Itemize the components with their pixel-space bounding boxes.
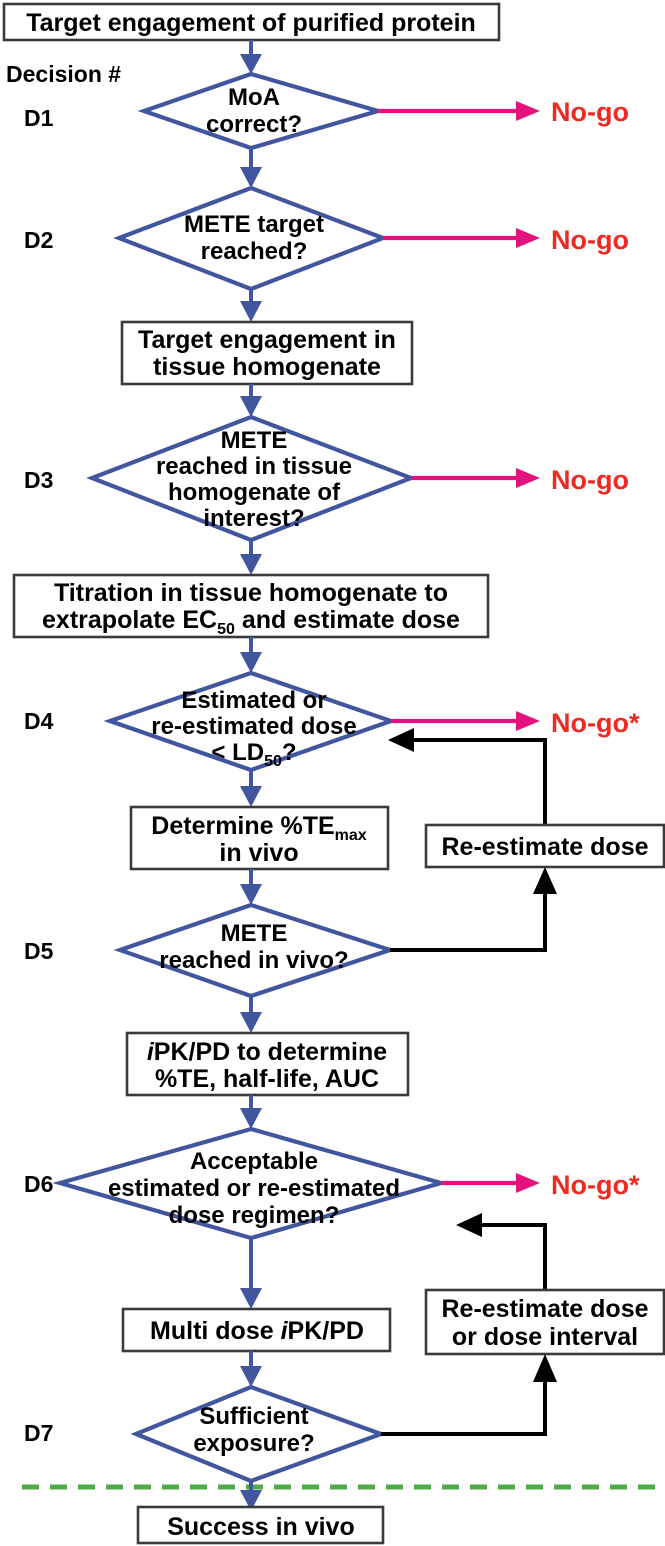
node-temax-box: Determine %TEmax in vivo xyxy=(129,805,390,871)
decision-header-label: Decision # xyxy=(6,61,121,87)
d5-line2: reached in vivo? xyxy=(159,947,348,974)
node-multidose-box: Multi dose iPK/PD xyxy=(121,1307,392,1353)
edge-reestimate-interval-to-d6 xyxy=(456,1213,547,1290)
multidose-pre: Multi dose xyxy=(150,1317,281,1345)
decision-label-d4: D4 xyxy=(24,708,54,734)
outcome-nogo-d4: No-go* xyxy=(551,708,640,738)
d7-line1: Sufficient xyxy=(199,1403,308,1430)
outcome-nogo-d1: No-go xyxy=(551,97,629,127)
titration-line2-sub: 50 xyxy=(217,621,235,638)
reestimate-interval-line1: Re-estimate dose xyxy=(441,1295,648,1323)
reestimate-dose-label: Re-estimate dose xyxy=(441,833,648,861)
d7-line2: exposure? xyxy=(193,1430,314,1457)
d3-line4: interest? xyxy=(203,505,304,532)
temax-line1-pre: Determine %TE xyxy=(151,812,334,840)
edge-d4-nogo: No-go* xyxy=(391,708,640,738)
d4-line1: Estimated or xyxy=(181,687,326,714)
d3-line3: homogenate of xyxy=(168,479,341,506)
edge-d7-to-success xyxy=(240,1481,262,1511)
temax-line1: Determine %TEmax xyxy=(151,812,367,844)
edge-start-to-d1 xyxy=(240,40,262,74)
edge-d7-to-reestimate-interval xyxy=(381,1354,557,1436)
node-reestimate-dose-box: Re-estimate dose xyxy=(424,823,665,869)
node-ipkpd-box: iPK/PD to determine %TE, half-life, AUC xyxy=(125,1031,410,1097)
node-titration-box: Titration in tissue homogenate to extrap… xyxy=(12,573,490,639)
edge-reestimate-to-d4 xyxy=(388,728,547,825)
decision-label-d6: D6 xyxy=(24,1171,53,1197)
decision-label-d1: D1 xyxy=(24,105,54,131)
edge-ipkpd-to-d6 xyxy=(240,1095,262,1129)
edge-d2-nogo: No-go xyxy=(383,225,629,255)
te-tissue-line1: Target engagement in xyxy=(138,326,396,354)
ipkpd-line1-rest: PK/PD to determine xyxy=(154,1038,387,1066)
d4-line3-sub: 50 xyxy=(264,753,282,770)
node-d4-diamond: Estimated or re-estimated dose < LD50? xyxy=(103,670,398,773)
te-tissue-line2: tissue homogenate xyxy=(153,353,381,381)
multidose-italic: i xyxy=(281,1317,289,1345)
titration-line2: extrapolate EC50 and estimate dose xyxy=(42,606,460,638)
node-te-tissue-box: Target engagement in tissue homogenate xyxy=(120,320,414,386)
d6-line3: dose regimen? xyxy=(169,1202,340,1229)
d4-line2: re-estimated dose xyxy=(151,713,356,740)
edge-d5-to-reestimate xyxy=(390,867,557,952)
reestimate-interval-line2: or dose interval xyxy=(452,1323,638,1351)
decision-label-d7: D7 xyxy=(24,1420,53,1446)
d2-line1: METE target xyxy=(184,211,324,238)
d5-line1: METE xyxy=(221,920,288,947)
decision-label-d3: D3 xyxy=(24,467,53,493)
titration-line2-post: and estimate dose xyxy=(235,606,460,634)
node-start-box: Target engagement of purified protein xyxy=(2,2,501,42)
d6-line2: estimated or re-estimated xyxy=(108,1175,400,1202)
node-d2-diamond: METE target reached? xyxy=(113,185,389,292)
edge-d2-to-tissuebox xyxy=(240,289,262,322)
titration-line1: Titration in tissue homogenate to xyxy=(54,579,448,607)
node-d5-diamond: METE reached in vivo? xyxy=(113,902,397,999)
node-d6-diamond: Acceptable estimated or re-estimated dos… xyxy=(52,1126,449,1241)
d2-line2: reached? xyxy=(201,238,308,265)
ipkpd-line1: iPK/PD to determine xyxy=(147,1038,387,1066)
d4-line3-post: ? xyxy=(282,739,297,766)
edge-multidose-to-d7 xyxy=(240,1351,262,1387)
outcome-nogo-d6: No-go* xyxy=(551,1170,640,1200)
edge-d1-nogo: No-go xyxy=(378,97,629,127)
edge-d6-to-multidose xyxy=(240,1238,262,1309)
d3-line1: METE xyxy=(221,427,288,454)
edge-d3-to-titration xyxy=(240,540,262,575)
success-box-label: Success in vivo xyxy=(167,1513,355,1541)
temax-line2: in vivo xyxy=(219,839,298,867)
d4-line3-pre: < LD xyxy=(211,739,264,766)
edge-d4-to-temax xyxy=(240,770,262,807)
d6-line1: Acceptable xyxy=(190,1148,318,1175)
outcome-nogo-d3: No-go xyxy=(551,465,629,495)
edge-d5-to-ipkpd xyxy=(240,996,262,1033)
d1-line2: correct? xyxy=(206,111,302,138)
edge-d1-to-d2 xyxy=(240,148,262,188)
edge-titration-to-d4 xyxy=(240,637,262,673)
multidose-post: PK/PD xyxy=(288,1317,364,1345)
node-success-box: Success in vivo xyxy=(136,1505,385,1545)
multidose-label: Multi dose iPK/PD xyxy=(150,1317,364,1345)
ipkpd-line1-italic: i xyxy=(147,1038,155,1066)
start-box-label: Target engagement of purified protein xyxy=(26,9,476,37)
edge-tissuebox-to-d3 xyxy=(240,384,262,417)
d1-line1: MoA xyxy=(228,84,280,111)
d3-line2: reached in tissue xyxy=(156,453,352,480)
outcome-nogo-d2: No-go xyxy=(551,225,629,255)
edge-d3-nogo: No-go xyxy=(411,465,629,495)
edge-d4-to-d5 xyxy=(240,869,262,905)
node-d7-diamond: Sufficient exposure? xyxy=(130,1384,388,1484)
titration-line2-pre: extrapolate EC xyxy=(42,606,217,634)
node-reestimate-interval-box: Re-estimate dose or dose interval xyxy=(424,1288,665,1356)
decision-label-d5: D5 xyxy=(24,938,54,964)
temax-line1-sub: max xyxy=(335,827,367,844)
decision-label-d2: D2 xyxy=(24,227,53,253)
d4-line3: < LD50? xyxy=(211,739,296,770)
edge-d6-nogo: No-go* xyxy=(441,1170,640,1200)
ipkpd-line2: %TE, half-life, AUC xyxy=(155,1065,379,1093)
node-d3-diamond: METE reached in tissue homogenate of int… xyxy=(86,414,417,543)
node-d1-diamond: MoA correct? xyxy=(137,71,386,151)
